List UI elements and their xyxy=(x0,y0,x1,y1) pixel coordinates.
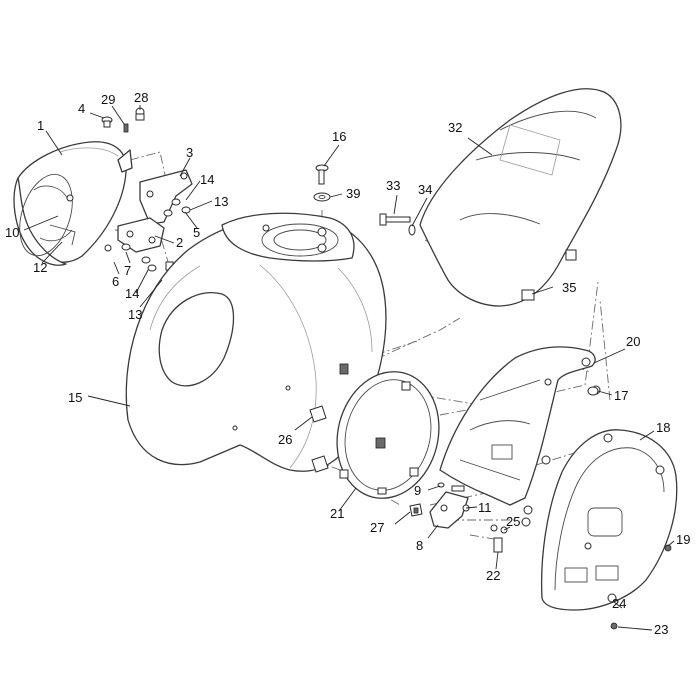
bolt-33-34 xyxy=(379,213,416,236)
callout-32: 32 xyxy=(448,120,462,135)
callout-35: 35 xyxy=(562,280,576,295)
clip-parts xyxy=(309,405,423,517)
screw-and-grommet xyxy=(313,164,331,202)
callout-24: 24 xyxy=(612,596,626,611)
callout-23: 23 xyxy=(654,622,668,637)
callout-5: 5 xyxy=(193,225,200,240)
callout-8: 8 xyxy=(416,538,423,553)
plate-bracket-part xyxy=(429,482,470,529)
nut-17 xyxy=(587,386,599,396)
callout-19: 19 xyxy=(676,532,690,547)
callout-2: 2 xyxy=(176,235,183,250)
callout-11: 11 xyxy=(478,500,492,515)
mudguard-part xyxy=(419,88,622,307)
callout-15: 15 xyxy=(68,390,82,405)
callout-6: 6 xyxy=(112,274,119,289)
callout-27: 27 xyxy=(370,520,384,535)
callout-33: 33 xyxy=(386,178,400,193)
callout-13-upper: 13 xyxy=(214,194,228,209)
lamp-ring-part xyxy=(336,371,440,499)
callout-34: 34 xyxy=(418,182,432,197)
callout-12: 12 xyxy=(33,260,47,275)
callout-13-lower: 13 xyxy=(128,307,142,322)
callout-9: 9 xyxy=(414,483,421,498)
callout-16: 16 xyxy=(332,129,346,144)
callout-18: 18 xyxy=(656,420,670,435)
callout-29: 29 xyxy=(101,92,115,107)
callout-25: 25 xyxy=(506,514,520,529)
callout-26: 26 xyxy=(278,432,292,447)
callout-22: 22 xyxy=(486,568,500,583)
callout-7: 7 xyxy=(124,263,131,278)
callout-1: 1 xyxy=(37,118,44,133)
callout-28: 28 xyxy=(134,90,148,105)
callout-21: 21 xyxy=(330,506,344,521)
callout-14-upper: 14 xyxy=(200,172,214,187)
callout-14-lower: 14 xyxy=(125,286,139,301)
support-bracket-part xyxy=(439,346,601,527)
callout-39: 39 xyxy=(346,186,360,201)
callout-10: 10 xyxy=(5,225,19,240)
callout-20: 20 xyxy=(626,334,640,349)
callout-3: 3 xyxy=(186,145,193,160)
headlamp-shell-part xyxy=(13,141,133,266)
leader-lines xyxy=(23,105,675,631)
callout-17: 17 xyxy=(614,388,628,403)
lower-cover-part xyxy=(541,429,678,630)
headlamp-bracket-parts xyxy=(117,169,193,253)
callout-numbers: 1 2 3 4 5 6 7 8 9 10 11 12 13 13 14 14 1… xyxy=(5,90,690,637)
callout-4: 4 xyxy=(78,101,85,116)
